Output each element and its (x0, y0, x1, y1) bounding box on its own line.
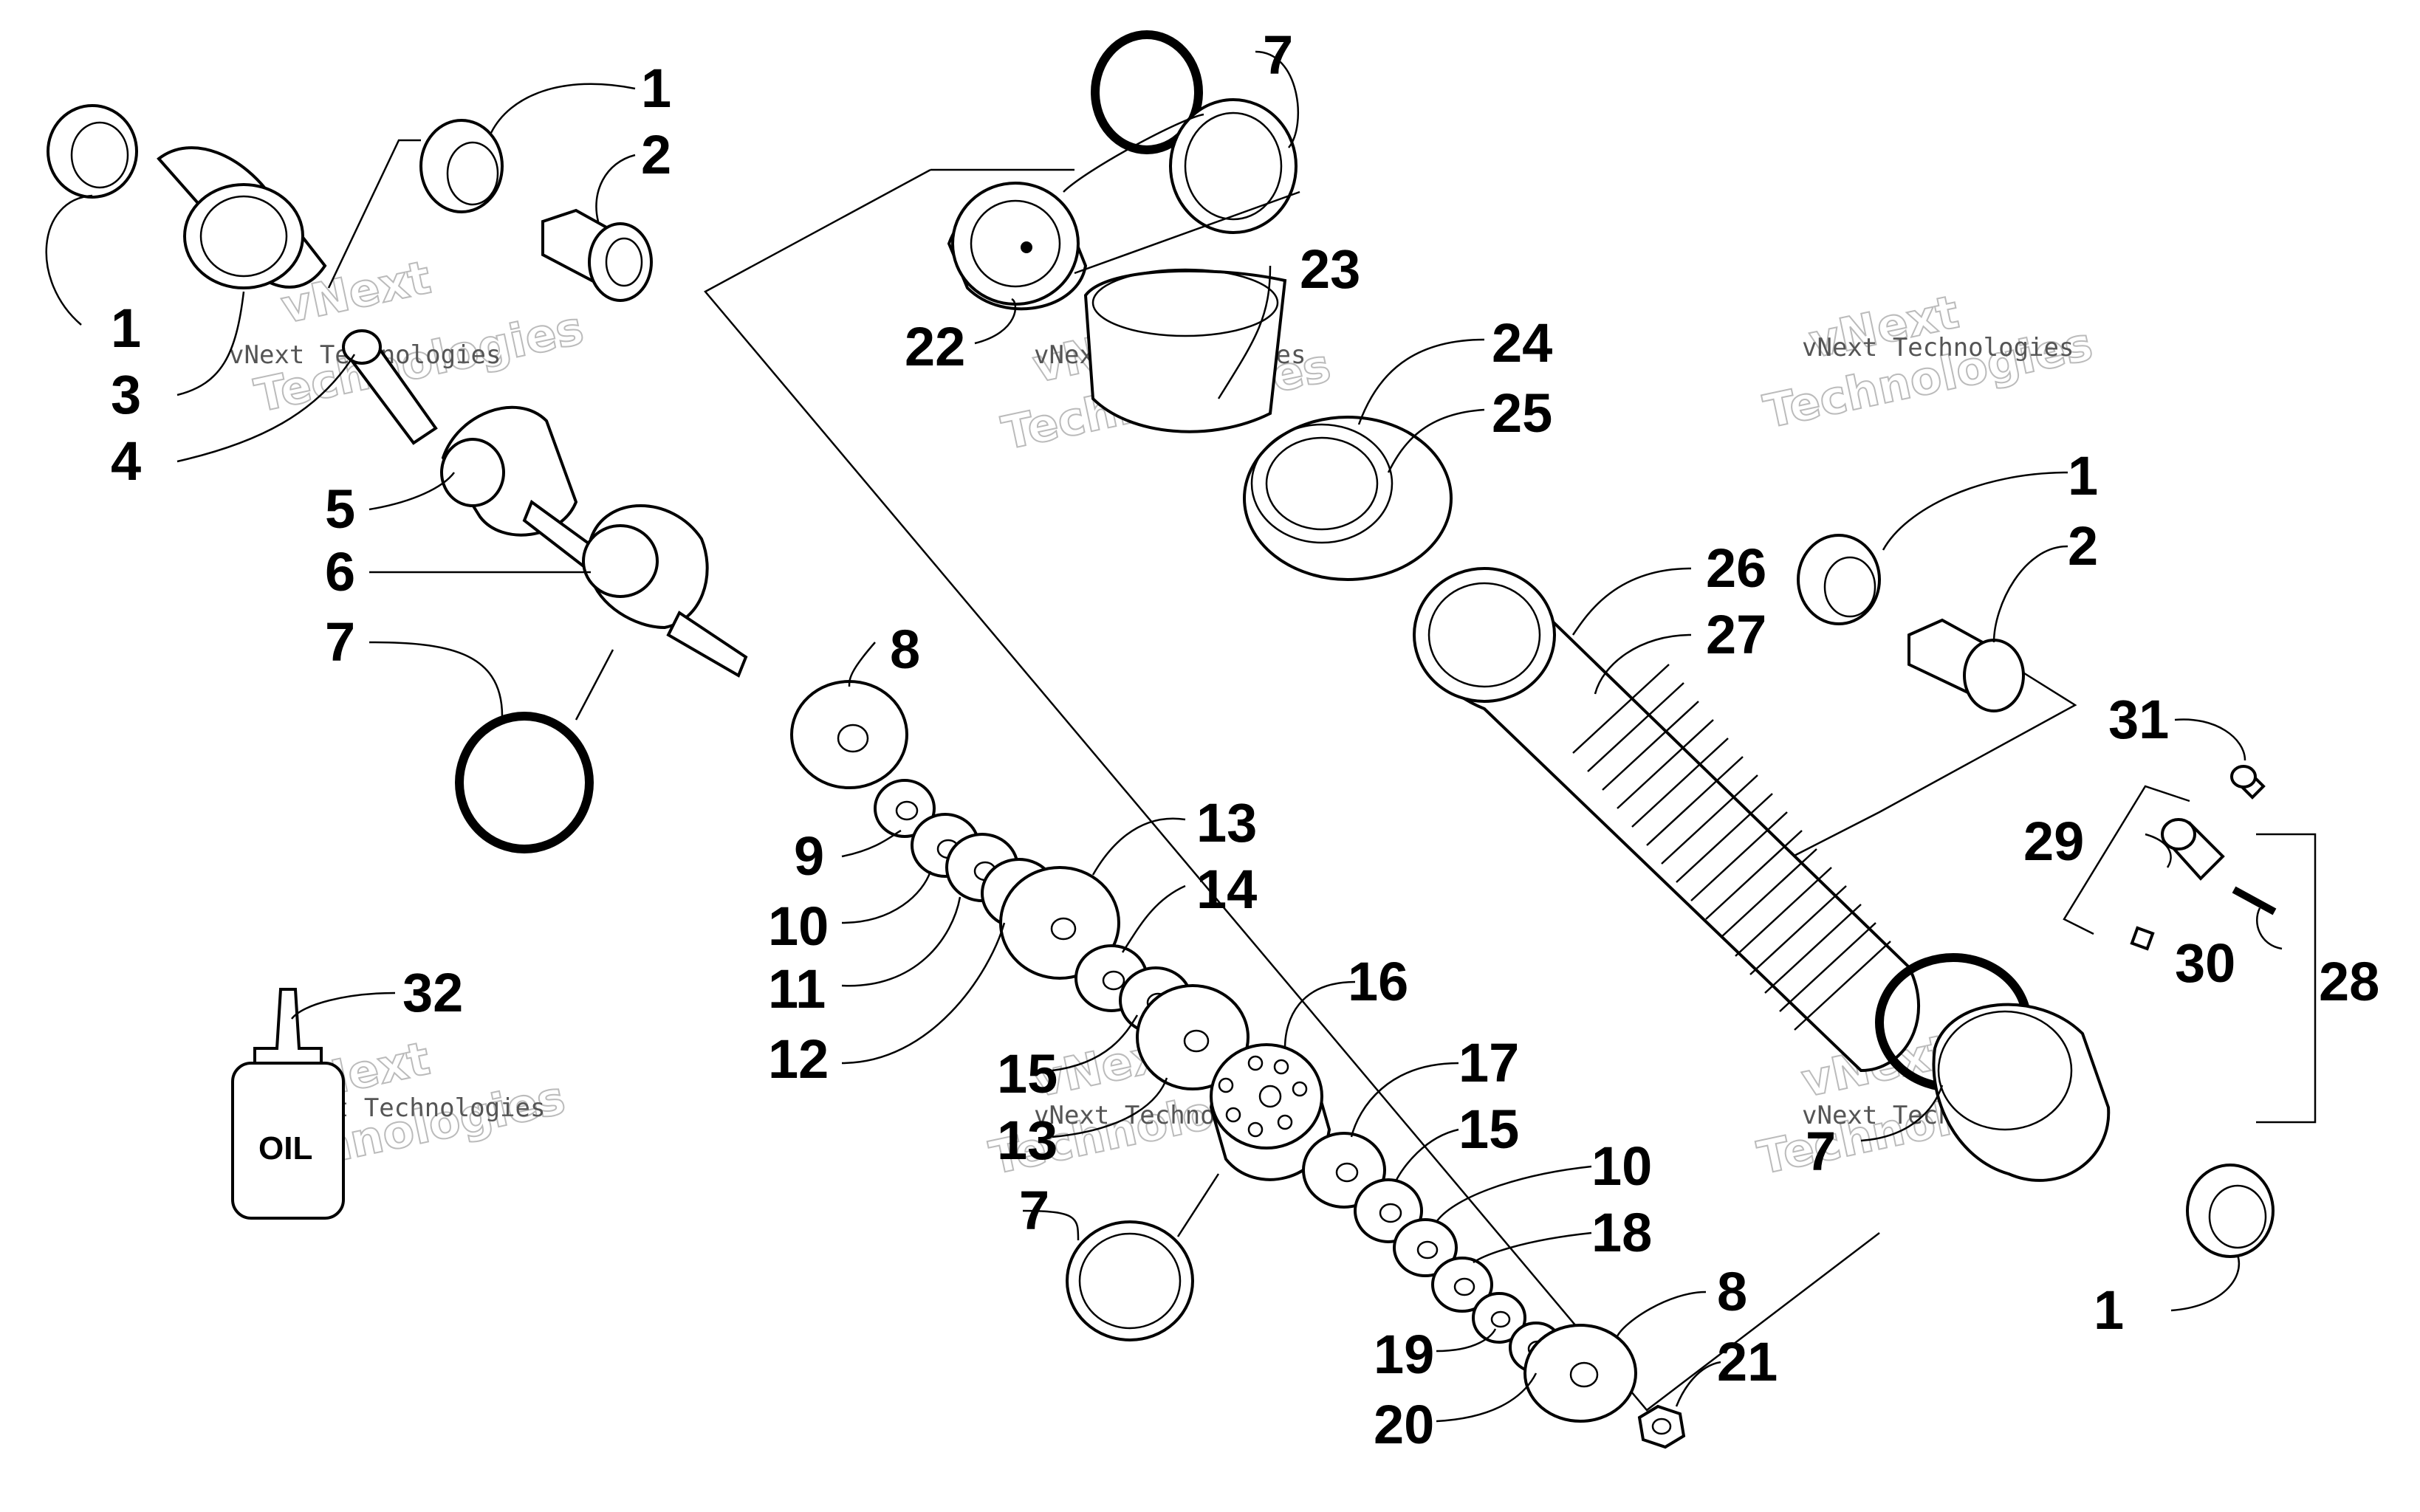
part-oring-7a (455, 712, 594, 853)
callout-1c: 1 (2068, 445, 2098, 506)
part-bushing-1d (2186, 1164, 2275, 1258)
callout-7b: 7 (1263, 24, 1293, 86)
callout-13b: 13 (997, 1110, 1058, 1171)
callout-25: 25 (1492, 382, 1552, 444)
callout-15a: 15 (997, 1043, 1058, 1104)
callout-29: 29 (2023, 811, 2084, 872)
part-shim-9 (874, 779, 936, 838)
callout-10a: 10 (768, 896, 829, 957)
watermark-text: vNext Technologies (1802, 333, 2074, 362)
callout-12: 12 (768, 1028, 829, 1090)
callout-1a: 1 (641, 58, 671, 119)
part-piston-16 (1209, 1043, 1331, 1181)
part-shaft (342, 329, 438, 445)
part-eyelet-sleeve (157, 146, 327, 289)
part-oring-7b (1091, 30, 1203, 154)
part-spring-adjuster-24 (1243, 416, 1453, 581)
part-oring-30 (2232, 886, 2277, 915)
callout-4: 4 (111, 430, 141, 492)
callout-8b: 8 (1717, 1261, 1747, 1322)
callout-16: 16 (1348, 951, 1408, 1012)
callout-labels: 1 2 1 3 4 5 6 7 7 22 23 24 25 26 27 1 2 … (111, 24, 2379, 1455)
part-shim-10b (1393, 1218, 1458, 1277)
callout-30: 30 (2175, 932, 2235, 994)
part-valve-29 (2161, 818, 2225, 881)
part-bumper (440, 405, 578, 537)
valve-bracket-29 (2063, 785, 2190, 935)
callout-28: 28 (2319, 951, 2379, 1012)
part-spacer-2a (541, 208, 653, 302)
part-washer-8b (1523, 1324, 1637, 1423)
callout-14: 14 (1196, 859, 1257, 920)
part-bushing-top-left (47, 104, 138, 199)
part-bushing-1c (1797, 534, 1881, 625)
callout-17: 17 (1458, 1032, 1519, 1093)
part-shim-13b (1136, 984, 1250, 1090)
part-shim-18 (1431, 1257, 1493, 1313)
callout-19: 19 (1374, 1324, 1434, 1385)
callout-20: 20 (1374, 1394, 1434, 1455)
part-washer-8a (790, 680, 908, 789)
callout-5: 5 (325, 478, 355, 540)
part-backup-ring-7b (1169, 98, 1298, 234)
callout-2a: 2 (641, 124, 671, 185)
callout-3: 3 (111, 364, 141, 425)
reservoir-bracket-28 (2256, 833, 2317, 1124)
part-shock-body-26 (1413, 567, 1921, 1073)
callout-7c: 7 (1806, 1121, 1836, 1182)
part-piston-band-7d (1066, 1220, 1194, 1341)
callout-10b: 10 (1591, 1135, 1652, 1197)
callout-27: 27 (1706, 604, 1766, 665)
callout-6: 6 (325, 541, 355, 602)
callout-15b: 15 (1458, 1099, 1519, 1160)
callout-8a: 8 (890, 619, 920, 680)
callout-22: 22 (905, 316, 965, 377)
assembly-outline (704, 168, 1880, 1412)
callout-1b: 1 (111, 298, 141, 359)
spring-coils (1572, 664, 1891, 1031)
part-cap-sleeve-23 (1083, 268, 1287, 433)
part-shim-19 (1472, 1292, 1526, 1344)
callout-24: 24 (1492, 312, 1552, 374)
callout-18: 18 (1591, 1202, 1652, 1263)
part-oil-bottle: OIL (231, 988, 345, 1220)
part-piston-rod-body (522, 499, 748, 678)
part-shim-13a (999, 866, 1120, 980)
part-spacer-2b (1907, 618, 2025, 712)
part-screw-31 (2230, 765, 2266, 800)
callout-2b: 2 (2068, 515, 2098, 577)
callout-26: 26 (1706, 537, 1766, 599)
part-bushing-1a (419, 119, 504, 213)
callout-7d: 7 (1019, 1180, 1049, 1241)
leader-lines (45, 50, 2283, 1423)
part-valve-core (2130, 926, 2155, 951)
callout-32: 32 (402, 962, 463, 1023)
callout-7a: 7 (325, 611, 355, 673)
callout-9: 9 (794, 825, 824, 887)
part-reservoir-cap-22 (947, 182, 1088, 311)
callout-1d: 1 (2094, 1279, 2124, 1341)
callout-13a: 13 (1196, 792, 1257, 853)
callout-23: 23 (1300, 238, 1360, 300)
callout-21: 21 (1717, 1331, 1778, 1392)
part-nut-21 (1637, 1404, 1686, 1449)
callout-11: 11 (768, 958, 826, 1020)
bottle-label: OIL (258, 1130, 312, 1166)
part-reservoir-28 (1932, 1003, 2111, 1182)
callout-31: 31 (2108, 689, 2169, 750)
